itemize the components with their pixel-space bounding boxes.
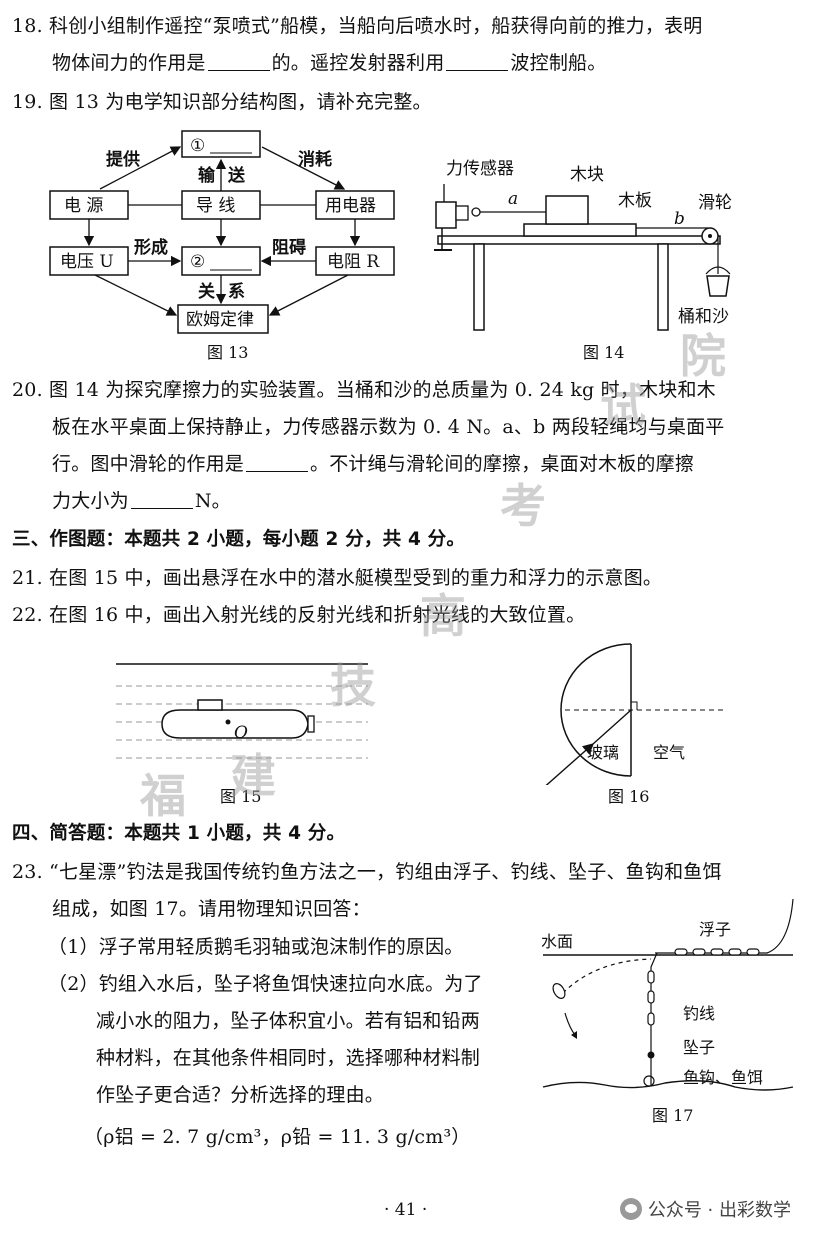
- figure-14: 力传感器 木块 木板 滑轮 a b 桶和沙: [430, 150, 770, 335]
- watermark-char-7: 院: [680, 329, 726, 383]
- figure-16: 玻璃 空气: [505, 640, 735, 785]
- fig17-line: 钓线: [683, 1004, 715, 1023]
- fig13-box2: ②: [190, 252, 205, 272]
- q23-density-note: （ρ铝 = 2. 7 g/cm³，ρ铅 = 11. 3 g/cm³）: [84, 1126, 471, 1148]
- fig17-water: 水面: [541, 932, 573, 951]
- fig14-a: a: [508, 189, 518, 209]
- watermark-char-2: 建: [230, 749, 276, 803]
- q23-part2-line4: 作坠子更合适？分析选择的理由。: [96, 1084, 385, 1106]
- q23-part1: （1）浮子常用轻质鹅毛羽轴或泡沫制作的原因。: [48, 936, 464, 958]
- watermark-char-6: 试: [600, 379, 646, 433]
- q18-text-a: 物体间力的作用是: [52, 52, 206, 74]
- q20-text-a: 行。图中滑轮的作用是: [52, 453, 245, 475]
- q23-part2-line3: 种材料，在其他条件相同时，选择哪种材料制: [96, 1047, 481, 1069]
- fig13-box1: ①: [190, 136, 205, 156]
- watermark-char-3: 技: [330, 659, 376, 713]
- q18-blank-1: [207, 52, 270, 71]
- q18-text-c: 波控制船。: [510, 52, 607, 74]
- q23-part2-line1: （2）钓组入水后，坠子将鱼饵快速拉向水底。为了: [48, 973, 483, 995]
- fig14-pulley: 滑轮: [698, 193, 732, 213]
- fig13-xiaohao: 消耗: [298, 149, 332, 170]
- fig14-board: 木板: [618, 191, 652, 211]
- watermark-char-4: 高: [420, 589, 466, 643]
- fig14-b: b: [674, 209, 685, 229]
- watermark-char-5: 考: [500, 479, 546, 533]
- q20-blank-2: [130, 490, 193, 509]
- fig14-block: 木块: [570, 165, 604, 185]
- fig13-tigong: 提供: [106, 149, 140, 170]
- q20-line2: 板在水平桌面上保持静止，力传感器示数为 0. 4 N。a、b 两段轻绳均与桌面平: [52, 416, 725, 438]
- fig14-bucket: 桶和沙: [678, 307, 729, 327]
- q20-text-b: 。不计绳与滑轮间的摩擦，桌面对木板的摩擦: [310, 453, 695, 475]
- fig13-caption: 图 13: [207, 343, 249, 362]
- wechat-brand: 公众号 · 出彩数学: [619, 1196, 791, 1222]
- q19-line1: 19. 图 13 为电学知识部分结构图，请补充完整。: [12, 91, 432, 113]
- q20-text-d: N。: [194, 490, 231, 512]
- fig16-glass: 玻璃: [587, 743, 619, 762]
- q18-line1: 18. 科创小组制作遥控“泵喷式”船模，当船向后喷水时，船获得向前的推力，表明: [12, 15, 703, 37]
- fig17-sinker: 坠子: [683, 1038, 715, 1057]
- figure-17: 水面 浮子 钓线 坠子 鱼钩、鱼饵: [535, 895, 800, 1100]
- fig13-yongdianqi: 用电器: [325, 196, 376, 216]
- fig13-xingcheng: 形成: [134, 237, 168, 258]
- fig16-air: 空气: [653, 743, 685, 762]
- fig14-sensor: 力传感器: [446, 159, 514, 179]
- q20-line3: 行。图中滑轮的作用是 。不计绳与滑轮间的摩擦，桌面对木板的摩擦: [52, 451, 694, 477]
- fig13-dianyuan: 电 源: [64, 196, 103, 216]
- fig13-dianzu: 电阻 R: [327, 252, 380, 272]
- fig13-dianya: 电压 U: [60, 252, 114, 272]
- q21-text: 21. 在图 15 中，画出悬浮在水中的潜水艇模型受到的重力和浮力的示意图。: [12, 567, 663, 589]
- fig17-caption: 图 17: [652, 1106, 694, 1125]
- fig13-guan: 关: [198, 281, 215, 302]
- section4-title: 四、简答题：本题共 1 小题，共 4 分。: [12, 823, 346, 844]
- fig13-xi: 系: [228, 282, 245, 302]
- q22-text: 22. 在图 16 中，画出入射光线的反射光线和折射光线的大致位置。: [12, 604, 586, 626]
- q23-line1: 23. “七星漂”钓法是我国传统钓鱼方法之一，钓组由浮子、钓线、坠子、鱼钩和鱼饵: [12, 861, 722, 883]
- fig13-daoxian: 导 线: [196, 196, 235, 216]
- brand-label: 公众号 · 出彩数学: [647, 1200, 791, 1221]
- wechat-icon: [619, 1198, 642, 1220]
- q20-line1: 20. 图 14 为探究摩擦力的实验装置。当桶和沙的总质量为 0. 24 kg …: [12, 379, 716, 401]
- fig17-float: 浮子: [699, 920, 731, 939]
- fig17-hook: 鱼钩、鱼饵: [683, 1068, 763, 1087]
- fig15-caption: 图 15: [220, 787, 262, 806]
- q18-blank-2: [446, 52, 509, 71]
- q23-part2-line2: 减小水的阻力，坠子体积宜小。若有铝和铅两: [96, 1010, 481, 1032]
- section3-title: 三、作图题：本题共 2 小题，每小题 2 分，共 4 分。: [12, 529, 466, 550]
- q23-line2: 组成，如图 17。请用物理知识回答：: [52, 898, 371, 920]
- q20-blank-1: [246, 453, 309, 472]
- fig13-song: 送: [228, 165, 246, 186]
- watermark-char-1: 福: [140, 769, 186, 823]
- q18-line2: 物体间力的作用是 的。遥控发射器利用 波控制船。: [52, 50, 606, 76]
- q20-line4: 力大小为 N。: [52, 488, 231, 514]
- fig13-oumu: 欧姆定律: [186, 310, 254, 330]
- figure-13: ① 电 源 导 线 用电器 电压 U ② 电阻 R 欧姆定律 提供 消: [40, 125, 410, 340]
- fig13-shu: 输: [198, 165, 216, 186]
- fig14-caption: 图 14: [583, 343, 625, 362]
- page-number: · 41 ·: [384, 1200, 428, 1220]
- fig15-o: O: [234, 723, 248, 743]
- fig16-caption: 图 16: [608, 787, 650, 806]
- q18-text-b: 的。遥控发射器利用: [271, 52, 445, 74]
- figure-15: O: [110, 650, 375, 780]
- fig13-zuai: 阻碍: [272, 238, 306, 258]
- q20-text-c: 力大小为: [52, 490, 129, 512]
